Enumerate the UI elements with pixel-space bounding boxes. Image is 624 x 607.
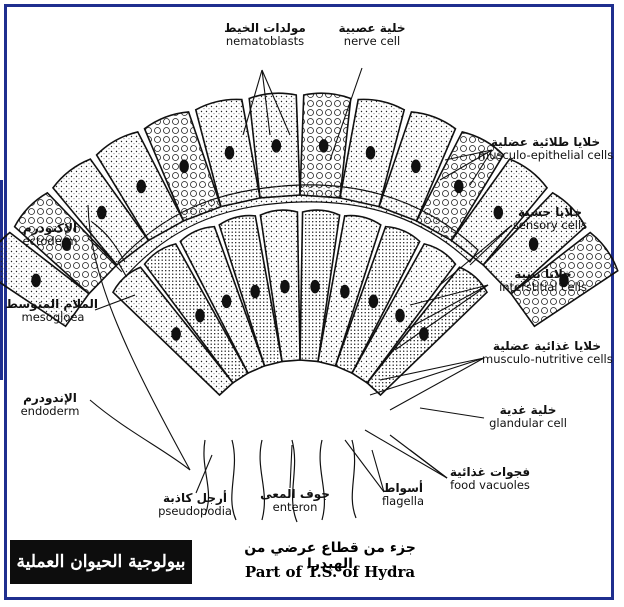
label-interstitial-ar: خلايا بينية xyxy=(488,268,598,281)
label-mesogloea: الملام المتوسط mesogloea xyxy=(8,298,98,323)
label-endoderm-ar: الإندودرم xyxy=(8,392,92,405)
caption-en: Part of T.S. of Hydra xyxy=(230,563,430,581)
cell-nucleus xyxy=(251,286,259,298)
label-nerve-cell-ar: خلية عصبية xyxy=(322,22,422,35)
label-musculo-epithelial-en: musculo-epithelial cells xyxy=(478,149,613,161)
label-sensory-en: sensory cells xyxy=(500,219,600,231)
label-flagella-en: flagella xyxy=(368,495,438,507)
label-nerve-cell: خلية عصبية nerve cell xyxy=(322,22,422,47)
label-enteron: جوف المعى enteron xyxy=(255,488,335,513)
label-musculo-epithelial-ar: خلايا طلائية عضلية xyxy=(478,136,613,149)
label-glandular: خلية غدية glandular cell xyxy=(478,404,578,429)
cell-nucleus xyxy=(172,328,180,340)
label-interstitial: خلايا بينية interstitial cells xyxy=(488,268,598,293)
cell-nucleus xyxy=(367,147,375,159)
label-ectoderm-en: ectoderm xyxy=(8,235,92,247)
label-nematoblasts-en: nematoblasts xyxy=(205,35,325,47)
cell-nucleus xyxy=(369,295,377,307)
cell-nucleus xyxy=(196,310,204,322)
label-sensory-ar: خلايا حسية xyxy=(500,206,600,219)
book-badge: بيولوجية الحيوان العملية xyxy=(10,540,192,584)
label-glandular-ar: خلية غدية xyxy=(478,404,578,417)
label-ectoderm-ar: الإكتودرم xyxy=(8,222,92,235)
cell-nucleus xyxy=(341,286,349,298)
label-enteron-en: enteron xyxy=(255,501,335,513)
label-nematoblasts: مولدات الخيط nematoblasts xyxy=(205,22,325,47)
cell-nucleus xyxy=(137,180,145,192)
cell-nucleus xyxy=(223,295,231,307)
label-interstitial-en: interstitial cells xyxy=(488,281,598,293)
label-musculo-epithelial: خلايا طلائية عضلية musculo-epithelial ce… xyxy=(478,136,613,161)
cell-nucleus xyxy=(32,274,40,286)
cell-nucleus xyxy=(311,281,319,293)
label-mesogloea-ar: الملام المتوسط xyxy=(8,298,98,311)
label-nerve-cell-en: nerve cell xyxy=(322,35,422,47)
label-endoderm-en: endoderm xyxy=(8,405,92,417)
label-glandular-en: glandular cell xyxy=(478,417,578,429)
label-nematoblasts-ar: مولدات الخيط xyxy=(205,22,325,35)
label-musculo-nutritive: خلايا غذائية عضلية musculo-nutritive cel… xyxy=(482,340,612,365)
label-food-vacuoles-en: food vacuoles xyxy=(440,479,540,491)
cell-nucleus xyxy=(320,140,328,152)
label-ectoderm: الإكتودرم ectoderm xyxy=(8,222,92,247)
label-food-vacuoles: فجوات غذائية food vacuoles xyxy=(440,466,540,491)
label-endoderm: الإندودرم endoderm xyxy=(8,392,92,417)
label-flagella: أسواط flagella xyxy=(368,482,438,507)
label-mesogloea-en: mesogloea xyxy=(8,311,98,323)
label-pseudopodia: أرجل كاذبة pseudopodia xyxy=(150,492,240,517)
label-musculo-nutritive-en: musculo-nutritive cells xyxy=(482,353,612,365)
cell-nucleus xyxy=(281,281,289,293)
label-flagella-ar: أسواط xyxy=(368,482,438,495)
cell-nucleus xyxy=(180,160,188,172)
label-pseudopodia-ar: أرجل كاذبة xyxy=(150,492,240,505)
cell-nucleus xyxy=(98,207,106,219)
cell-nucleus xyxy=(530,238,538,250)
label-sensory: خلايا حسية sensory cells xyxy=(500,206,600,231)
label-pseudopodia-en: pseudopodia xyxy=(150,505,240,517)
label-food-vacuoles-ar: فجوات غذائية xyxy=(440,466,540,479)
cell-nucleus xyxy=(225,147,233,159)
cell-nucleus xyxy=(455,180,463,192)
cell-nucleus xyxy=(396,310,404,322)
cell-nucleus xyxy=(272,140,280,152)
label-musculo-nutritive-ar: خلايا غذائية عضلية xyxy=(482,340,612,353)
label-enteron-ar: جوف المعى xyxy=(255,488,335,501)
cell-nucleus xyxy=(412,160,420,172)
